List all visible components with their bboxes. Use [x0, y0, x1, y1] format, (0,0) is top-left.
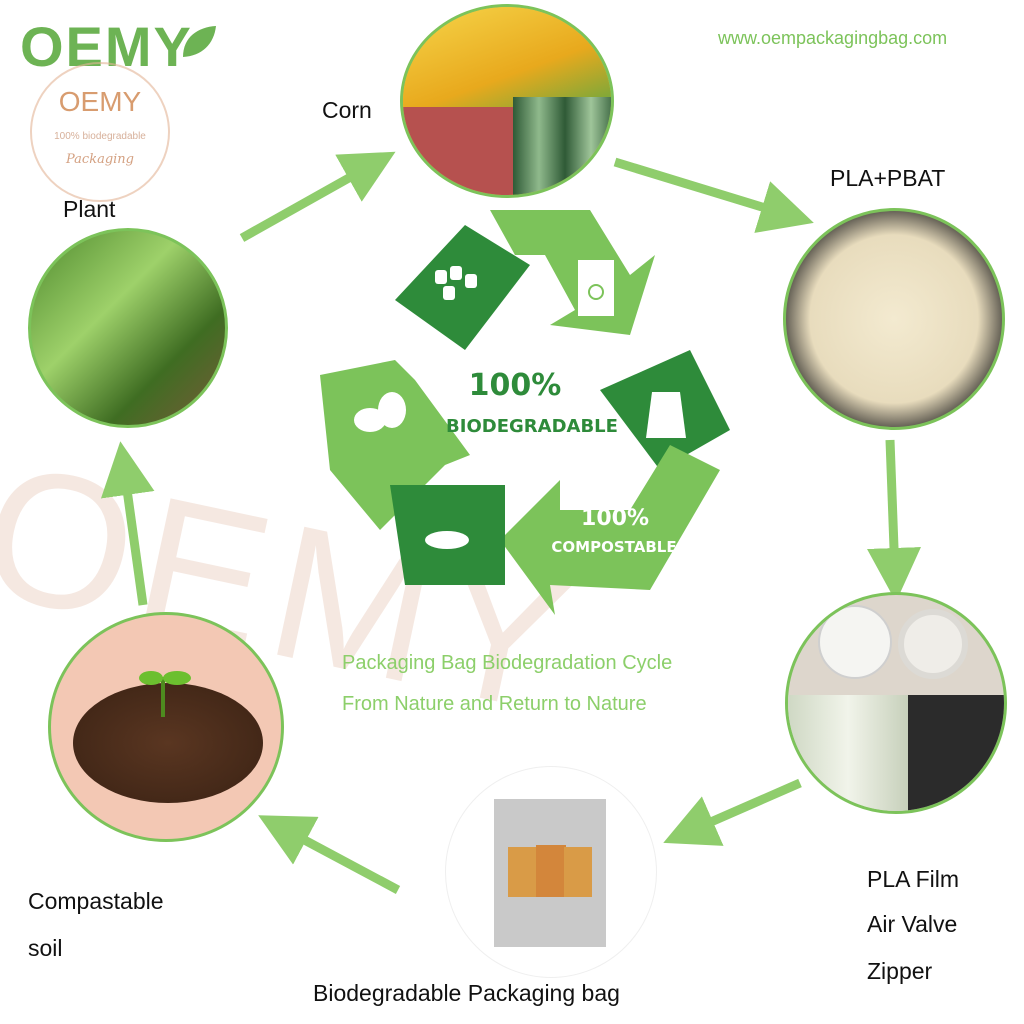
- pla-film-valve-image: [785, 592, 1007, 814]
- soil-image: [48, 612, 284, 842]
- recycle-panel-top: [395, 225, 530, 350]
- powder-icon: [425, 531, 469, 549]
- brand-logo: OEMY OEMY 100% biodegradable Packaging: [18, 14, 218, 202]
- logo-seal: OEMY 100% biodegradable Packaging: [30, 62, 170, 202]
- corn-image: [400, 4, 614, 198]
- label-soil-2: soil: [28, 935, 63, 961]
- label-corn: Corn: [322, 97, 372, 123]
- caption-line-2: From Nature and Return to Nature: [342, 693, 647, 715]
- arrow-film-to-bag: [663, 778, 802, 846]
- potato-icon: [354, 392, 406, 432]
- leaf-icon: [183, 26, 216, 57]
- logo-seal-sub: Packaging: [66, 152, 134, 167]
- pellets-image: [783, 208, 1005, 430]
- logo-seal-brand: OEMY: [58, 86, 142, 117]
- arrow-soil-to-plant: [100, 441, 155, 606]
- label-compostable: COMPOSTABLE: [551, 538, 676, 556]
- label-biodegradable: BIODEGRADABLE: [446, 416, 618, 437]
- recycle-arrow-left: [320, 360, 470, 530]
- recycle-symbol: 100% BIODEGRADABLE 100% COMPOSTABLE: [320, 210, 730, 615]
- label-zipper: Zipper: [867, 958, 933, 984]
- pellets-icon: [435, 266, 477, 300]
- pct-biodegradable: 100%: [469, 368, 562, 403]
- bag-icon: [578, 260, 614, 316]
- arrow-bag-to-soil: [258, 815, 401, 894]
- logo-seal-tagline: 100% biodegradable: [54, 131, 146, 142]
- shopping-bag-icon: [646, 392, 686, 438]
- website-url: www.oempackagingbag.com: [718, 28, 948, 48]
- bag-circle: [445, 766, 657, 978]
- bag-image: [494, 799, 606, 947]
- arrow-corn-to-pla: [613, 157, 814, 233]
- arrow-pla-to-film: [867, 439, 921, 602]
- label-soil-1: Compastable: [28, 888, 164, 914]
- label-bag: Biodegradable Packaging bag: [313, 980, 620, 1006]
- label-air-valve: Air Valve: [867, 911, 958, 937]
- label-pla-pbat: PLA+PBAT: [830, 165, 946, 191]
- label-plant: Plant: [63, 196, 116, 222]
- caption-line-1: Packaging Bag Biodegradation Cycle: [342, 652, 673, 674]
- arrow-plant-to-corn: [239, 151, 396, 242]
- pct-compostable: 100%: [581, 506, 649, 531]
- plant-image: [28, 228, 228, 428]
- label-pla-film: PLA Film: [867, 866, 960, 892]
- recycle-arrow-right: [500, 445, 720, 615]
